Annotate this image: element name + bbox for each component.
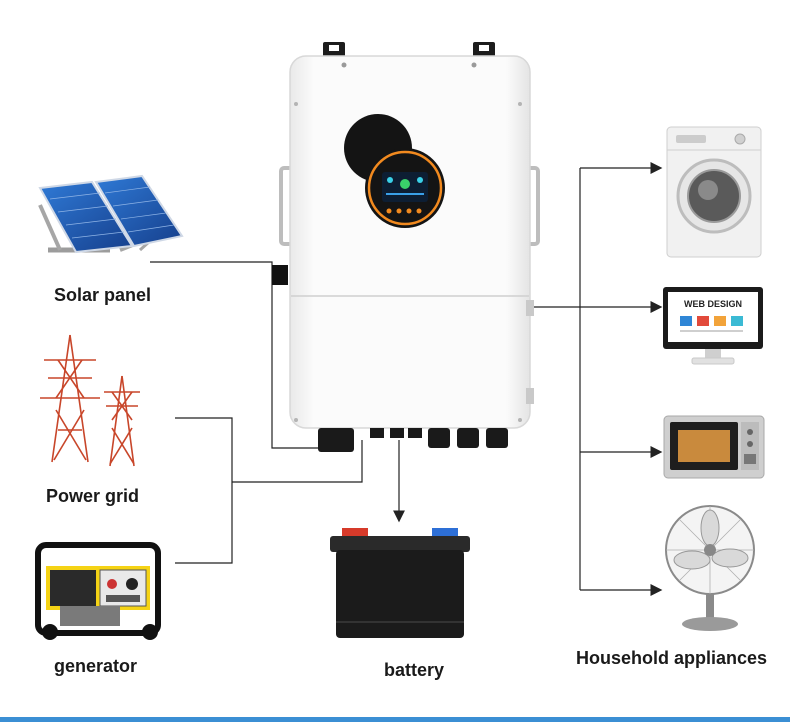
battery-icon xyxy=(330,528,470,638)
connection-lines xyxy=(150,162,663,596)
monitor-icon xyxy=(663,287,763,365)
household-appliances-label: Household appliances xyxy=(576,648,768,668)
battery-label: battery xyxy=(384,660,445,680)
transmission-tower-icon xyxy=(40,334,140,467)
solar-connection-line xyxy=(150,261,320,449)
washing-machine-icon xyxy=(666,126,762,258)
bottom-accent-bar xyxy=(0,717,790,722)
solar-panel-label: Solar panel xyxy=(54,285,152,305)
generator-label: generator xyxy=(54,656,138,676)
fan-icon xyxy=(665,505,755,631)
solar-panel-icon xyxy=(38,174,184,254)
inverter-icon xyxy=(272,42,540,452)
power-grid-label: Power grid xyxy=(46,486,140,506)
grid-connection-line xyxy=(175,417,233,564)
microwave-icon xyxy=(663,415,765,479)
monitor-screen-title: WEB DESIGN xyxy=(684,299,742,309)
grid-to-inverter-line xyxy=(232,440,363,483)
generator-icon xyxy=(35,542,161,640)
